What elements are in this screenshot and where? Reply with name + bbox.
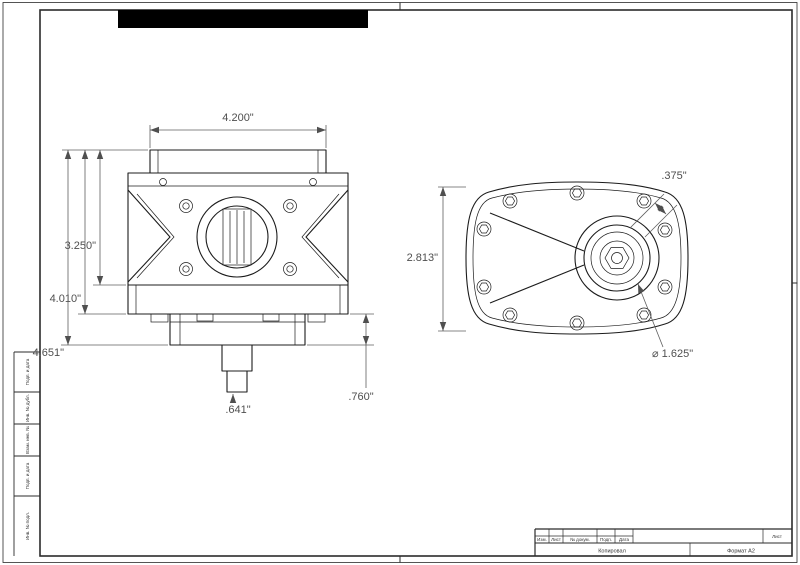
left-margin-strip: Подп. и дата Инв. № дубл. Взам. инв. № П… bbox=[13, 351, 40, 556]
hex-nut-icon bbox=[604, 247, 630, 269]
margin-cell-label: Подп. и дата bbox=[25, 462, 30, 489]
title-col-docnum: № докум. bbox=[570, 537, 590, 542]
margin-cell-label: Инв. № дубл. bbox=[25, 394, 30, 422]
front-view-dimensions: 2.813" .375" ⌀ 1.625" bbox=[407, 170, 694, 360]
screw-icon bbox=[283, 262, 297, 276]
dim-side-width: 4.200" bbox=[222, 112, 254, 124]
front-cover-outline bbox=[465, 181, 689, 335]
title-col-data: Дата bbox=[619, 537, 629, 542]
dim-front-height: 2.813" bbox=[407, 252, 439, 264]
format-label: Формат А2 bbox=[727, 549, 755, 555]
margin-cell-label: Взам. инв. № bbox=[25, 426, 30, 454]
dim-side-h1: 3.250" bbox=[65, 240, 97, 252]
dim-front-offset: .375" bbox=[661, 170, 686, 182]
dim-front-bore: ⌀ 1.625" bbox=[652, 348, 693, 360]
bolt-icon bbox=[476, 221, 492, 237]
dim-side-hub: .760" bbox=[348, 391, 373, 403]
shaft-boss bbox=[221, 344, 253, 372]
bolt-icon bbox=[636, 307, 652, 323]
dim-side-shaft: .641" bbox=[225, 404, 250, 416]
bolt-icon bbox=[502, 193, 518, 209]
title-col-list: Лист bbox=[551, 537, 561, 542]
top-plate bbox=[149, 149, 327, 174]
bolt-icon bbox=[657, 222, 673, 238]
title-block: Изм. Лист № докум. Подп. Дата Лист Копир… bbox=[534, 528, 792, 556]
screw-icon bbox=[309, 178, 317, 186]
redacted-label-bar bbox=[118, 10, 368, 28]
center-boss bbox=[574, 215, 660, 301]
bolt-icon bbox=[502, 307, 518, 323]
title-col-izm: Изм. bbox=[537, 537, 547, 542]
screw-icon bbox=[179, 262, 193, 276]
bolt-icon bbox=[657, 279, 673, 295]
dim-side-h2: 4.010" bbox=[50, 293, 82, 305]
screw-icon bbox=[159, 178, 167, 186]
copied-label: Копировал bbox=[598, 549, 626, 555]
dim-side-h3: 4.651" bbox=[33, 347, 65, 359]
screw-icon bbox=[283, 199, 297, 213]
bolt-icon bbox=[636, 193, 652, 209]
bolt-icon bbox=[569, 185, 585, 201]
side-view bbox=[127, 149, 349, 393]
adapter-housing bbox=[169, 313, 306, 346]
front-view bbox=[465, 181, 689, 335]
bolt-icon bbox=[569, 315, 585, 331]
bottom-flange bbox=[127, 284, 349, 315]
margin-cell-label: Инв. № подл. bbox=[25, 512, 30, 540]
title-col-podp: Подп. bbox=[600, 537, 612, 542]
title-sheet-label: Лист bbox=[772, 534, 782, 539]
gear-rotor bbox=[222, 208, 252, 266]
front-cover-inner-edge bbox=[472, 188, 682, 328]
margin-cell-label: Подп. и дата bbox=[25, 358, 30, 385]
bolt-icon bbox=[476, 279, 492, 295]
screw-icon bbox=[179, 199, 193, 213]
drive-shaft bbox=[226, 370, 248, 393]
inlet-port bbox=[196, 196, 278, 278]
side-view-dimensions: 4.200" 3.250" 4.010" 4.651" .760" .641" bbox=[33, 112, 374, 416]
